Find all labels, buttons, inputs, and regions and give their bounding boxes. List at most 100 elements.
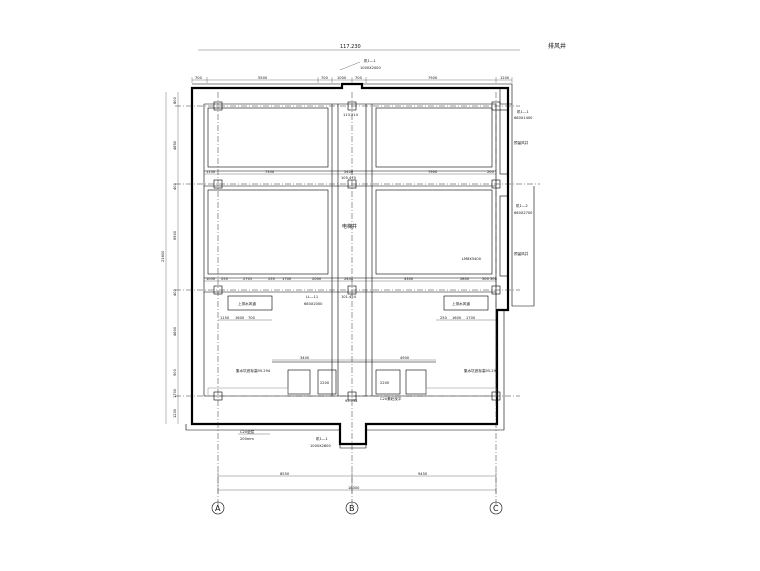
svg-text:300: 300 [490, 277, 498, 281]
outer-wall [190, 82, 510, 446]
duct-left-label: 上排水风道 [238, 301, 256, 306]
shaft-label: 电梯井 [342, 223, 357, 230]
svg-text:2400: 2400 [344, 277, 354, 281]
pump-mid-label: C20素砼找平 [380, 396, 402, 401]
lintel-note: LM8X5400 [462, 257, 482, 261]
panel-upper-right [375, 107, 493, 168]
svg-text:250: 250 [268, 277, 276, 281]
svg-text:900: 900 [173, 368, 177, 376]
right-room-lower: 预留风井 [514, 251, 529, 256]
bottom-dims: 8550 9450 18000 [217, 472, 497, 494]
column-marks [213, 101, 501, 401]
svg-text:2200: 2200 [380, 381, 390, 385]
top-dim-3: 700 [321, 76, 329, 80]
svg-text:2701: 2701 [243, 277, 252, 281]
row4-dims: 3400 4900 2200 2200 [272, 356, 436, 385]
svg-text:800: 800 [173, 96, 177, 104]
panel-mid-right [375, 189, 493, 275]
duct-right-label: 上排水风道 [452, 301, 470, 306]
top-dim-1: 700 [195, 76, 203, 80]
bottom-callout-name: 机1—1 [316, 436, 328, 441]
svg-text:8550: 8550 [280, 472, 290, 476]
svg-text:2200: 2200 [320, 381, 330, 385]
panel-mid-left [207, 189, 329, 275]
svg-text:4300: 4300 [404, 277, 414, 281]
top-dim-2: 5500 [258, 76, 268, 80]
svg-text:1700: 1700 [282, 277, 292, 281]
svg-text:7350: 7350 [265, 170, 275, 174]
vertical-beams [203, 104, 497, 396]
horizontal-beams [204, 103, 496, 397]
elev-113: 113.214 [343, 113, 359, 117]
slab-edge [192, 83, 535, 307]
svg-text:A: A [215, 504, 221, 513]
svg-text:700: 700 [248, 316, 256, 320]
svg-text:1150: 1150 [206, 170, 216, 174]
svg-text:4900: 4900 [400, 356, 410, 360]
top-elevation-text: 117.230 [340, 44, 361, 50]
svg-text:4850: 4850 [173, 140, 177, 150]
mid-callout-name: LL—11 [306, 295, 318, 299]
elev-95: 95.754 [345, 399, 358, 403]
svg-text:21600: 21600 [161, 250, 165, 262]
svg-text:250: 250 [440, 316, 448, 320]
svg-text:1150: 1150 [220, 316, 230, 320]
mid-callout-size: 680X2000 [304, 302, 323, 306]
svg-text:200: 200 [487, 170, 495, 174]
svg-text:250: 250 [221, 277, 229, 281]
svg-text:6500: 6500 [173, 230, 177, 240]
right-pit-note: 集水坑底标高95.294 [464, 368, 499, 373]
row2-dims: 1050 250 2701 250 1700 2000 2400 4300 28… [204, 277, 498, 282]
foundation-outline [185, 310, 505, 449]
top-dim-6: 7900 [428, 76, 438, 80]
top-callout-size: 1000X2000 [360, 66, 381, 70]
top-dim-ticks [191, 77, 513, 83]
svg-text:18000: 18000 [348, 486, 360, 490]
svg-text:400: 400 [173, 182, 177, 190]
top-dim-5: 700 [355, 76, 363, 80]
grid-bubble-a: A [211, 501, 225, 515]
c20-note: C20垫层 [240, 429, 255, 434]
top-callout-name: 机1—1 [364, 58, 376, 63]
row3-dims: 1150 1600 700 250 1600 1700 [218, 316, 496, 321]
duct-left [227, 295, 273, 311]
pump-pit-area [207, 361, 497, 397]
svg-text:2800: 2800 [460, 277, 470, 281]
c20-thk: 200mm [240, 437, 254, 441]
svg-text:7900: 7900 [428, 170, 438, 174]
right-callout-mid-name: 机1—2 [516, 203, 528, 208]
svg-text:1600: 1600 [235, 316, 245, 320]
right-shaft-upper [499, 109, 509, 175]
left-pit-note: 集水坑底标高95.294 [236, 368, 271, 373]
svg-text:2000: 2000 [312, 277, 322, 281]
right-callout-top-size: 680X1400 [514, 116, 533, 120]
svg-text:1700: 1700 [466, 316, 476, 320]
top-dim-7: 1200 [500, 76, 510, 80]
sheet-title: 排风井 [548, 42, 566, 50]
elev-105: 105.470 [341, 176, 357, 180]
svg-text:4800: 4800 [173, 326, 177, 336]
svg-text:400: 400 [173, 288, 177, 296]
grid-bubble-b: B [345, 501, 359, 515]
right-callout-top-name: 机1—1 [517, 109, 529, 114]
svg-text:1600: 1600 [452, 316, 462, 320]
grid-bubble-c: C [489, 501, 503, 515]
svg-text:1700: 1700 [173, 388, 177, 398]
svg-text:500: 500 [482, 277, 490, 281]
right-callout-mid-size: 680X2700 [514, 211, 533, 215]
svg-text:1200: 1200 [173, 408, 177, 418]
svg-text:2400: 2400 [344, 170, 354, 174]
svg-text:1050: 1050 [206, 277, 216, 281]
right-shaft-lower [499, 195, 509, 277]
panel-upper-left [207, 107, 329, 168]
duct-right [443, 295, 489, 311]
svg-text:9450: 9450 [418, 472, 428, 476]
elev-101: 101.454 [341, 295, 357, 299]
right-room-upper: 预留风井 [514, 140, 529, 145]
top-dim-4: 1000 [337, 76, 347, 80]
row1-dims: 1150 7350 2400 7900 200 [204, 170, 496, 175]
svg-text:C: C [493, 504, 499, 513]
left-dims: 21600 800 4850 400 6500 400 4800 900 170… [161, 92, 179, 424]
